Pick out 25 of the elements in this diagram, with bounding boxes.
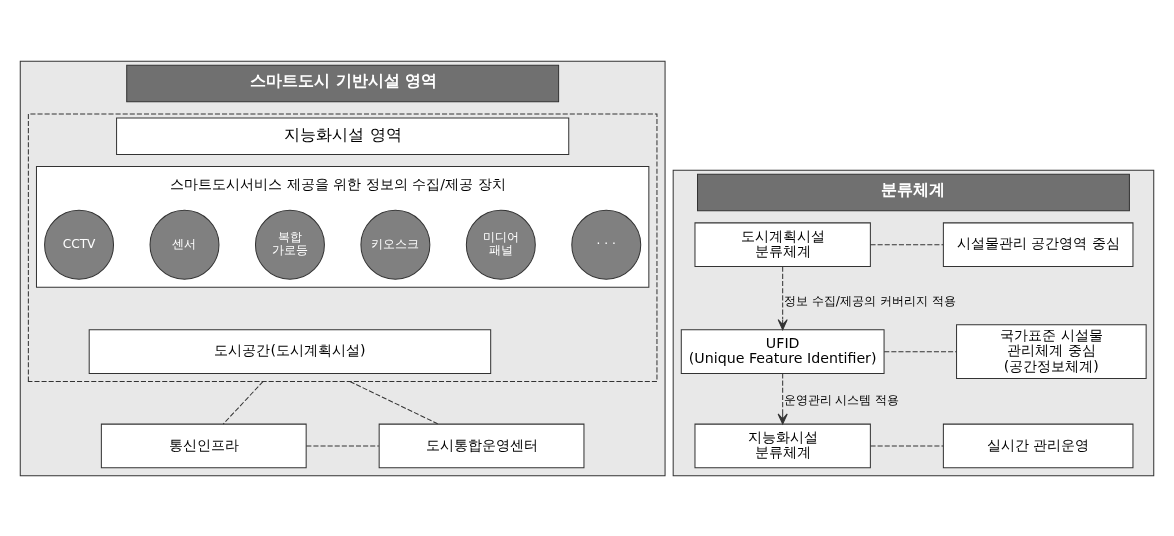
- connector: [349, 380, 439, 425]
- connector: [305, 444, 380, 446]
- connector: [222, 380, 264, 425]
- arrow: [777, 265, 788, 330]
- arrow: [777, 372, 788, 425]
- node-box: 지능화시설 분류체계: [694, 423, 871, 468]
- node-box: 국가표준 시설물 관리체계 중심 (공간정보체계): [956, 323, 1147, 379]
- node-circle: 센서: [149, 209, 220, 280]
- edge-label: 정보 수집/제공의 커버리지 적용: [784, 293, 956, 308]
- node-box: 도시통합운영센터: [378, 423, 585, 468]
- node-box: 시설물관리 공간영역 중심: [942, 221, 1134, 267]
- node-box: 도시공간(도시계획시설): [88, 328, 492, 374]
- node-box: 실시간 관리운영: [942, 423, 1134, 468]
- connector: [870, 444, 944, 446]
- node-circle: · · ·: [571, 209, 642, 280]
- node-box: UFID (Unique Feature Identifier): [680, 328, 885, 374]
- node-circle: 미디어 패널: [465, 209, 536, 280]
- node-box: 도시계획시설 분류체계: [694, 221, 871, 267]
- connector: [870, 243, 944, 245]
- node-circle: 복합 가로등: [254, 209, 325, 280]
- node-box: 통신인프라: [100, 423, 307, 468]
- edge-label: 운영관리 시스템 적용: [783, 392, 900, 407]
- connector: [883, 350, 957, 352]
- node-circle: CCTV: [44, 209, 115, 280]
- node-circle: 키오스크: [360, 209, 431, 280]
